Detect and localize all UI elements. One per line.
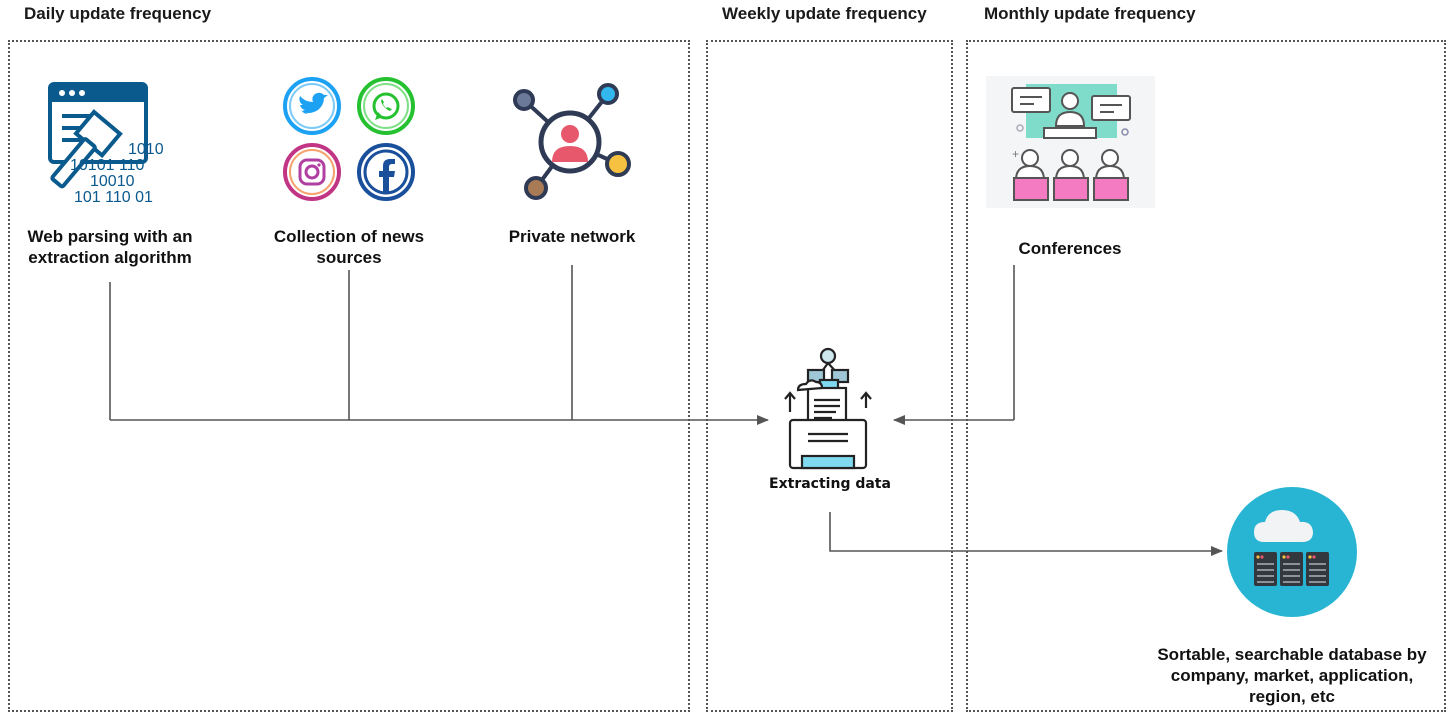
binary-line-2: 10101 110 (70, 157, 145, 174)
browser-code-icon: 1010 10101 110 10010 101 110 01 (48, 82, 164, 204)
binary-line-3: 10010 (90, 173, 135, 190)
monthly-panel (966, 40, 1446, 712)
daily-heading: Daily update frequency (24, 4, 212, 23)
database-label-line-3: region, etc (1249, 687, 1335, 706)
weekly-panel (706, 40, 953, 712)
svg-text:+: + (1012, 147, 1019, 161)
weekly-heading: Weekly update frequency (722, 4, 927, 23)
news-sources-label: Collection of news sources (254, 226, 444, 268)
whatsapp-icon (357, 77, 415, 135)
database-label-line-2: company, market, application, (1170, 666, 1414, 685)
cloud-server-icon (1227, 487, 1357, 617)
facebook-icon (357, 143, 415, 201)
conference-icon: + (986, 76, 1155, 208)
extracting-data-label: Extracting data (769, 476, 891, 492)
database-label-line-1: Sortable, searchable database by (1157, 645, 1427, 664)
conferences-label: Conferences (1018, 239, 1122, 258)
database-label: Sortable, searchable database by company… (1150, 644, 1434, 707)
social-icons-group (283, 77, 415, 201)
binary-line-1: 1010 (128, 141, 164, 158)
web-parsing-label-line-2: extraction algorithm (28, 248, 192, 267)
binary-line-4: 101 110 01 (74, 189, 153, 204)
web-parsing-label-line-1: Web parsing with an (27, 227, 193, 246)
extracting-robot-icon (784, 347, 872, 470)
twitter-icon (283, 77, 341, 135)
web-parsing-label: Web parsing with an extraction algorithm (10, 226, 210, 268)
private-network-label: Private network (508, 227, 636, 246)
news-sources-label-line-1: Collection of news (273, 227, 425, 246)
daily-panel (8, 40, 690, 712)
monthly-heading: Monthly update frequency (984, 4, 1196, 23)
instagram-icon (283, 143, 341, 201)
network-icon (513, 83, 631, 200)
news-sources-label-line-2: sources (316, 248, 382, 267)
